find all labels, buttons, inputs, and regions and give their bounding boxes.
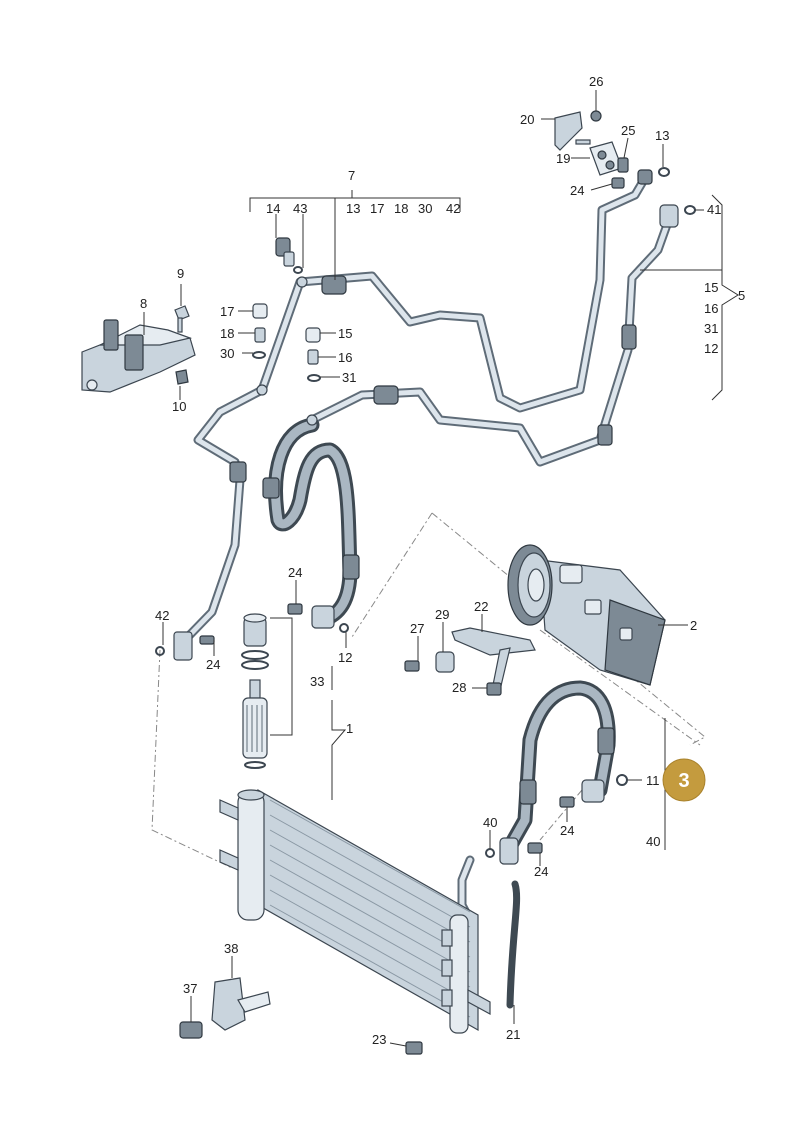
label-42: 42: [155, 608, 169, 623]
label-15-valve: 15: [338, 326, 352, 341]
label-24-top: 24: [570, 183, 584, 198]
label-25: 25: [621, 123, 635, 138]
label-42-group: 42: [446, 201, 460, 216]
phantom-lines: [151, 512, 706, 869]
callout-badge: 3: [662, 758, 706, 802]
label-16-valve: 16: [338, 350, 352, 365]
label-40-right: 40: [646, 834, 660, 849]
label-2: 2: [690, 618, 697, 633]
callout-number: 3: [678, 770, 689, 792]
part-labels: 7 14 43 13 17 18 30 42 26 20 25 13 19 24…: [140, 74, 745, 1047]
label-12-group: 12: [704, 341, 718, 356]
label-9: 9: [177, 266, 184, 281]
bracket-8: [81, 305, 196, 393]
label-43: 43: [293, 201, 307, 216]
label-11: 11: [646, 773, 660, 788]
label-31-valve: 31: [342, 370, 356, 385]
label-17: 17: [220, 304, 234, 319]
label-24-right: 24: [560, 823, 574, 838]
label-24-left: 24: [206, 657, 220, 672]
label-31: 31: [704, 321, 718, 336]
label-27: 27: [410, 621, 424, 636]
label-10: 10: [172, 399, 186, 414]
label-30: 30: [220, 346, 234, 361]
label-37: 37: [183, 981, 197, 996]
label-23: 23: [372, 1032, 386, 1047]
label-12: 12: [338, 650, 352, 665]
label-29: 29: [435, 607, 449, 622]
pressure-hose-right: [500, 680, 616, 858]
label-13: 13: [655, 128, 669, 143]
label-38: 38: [224, 941, 238, 956]
bracket-20-assembly: [554, 110, 670, 189]
compressor: [507, 544, 666, 686]
label-19: 19: [556, 151, 570, 166]
label-22: 22: [474, 599, 488, 614]
label-20: 20: [520, 112, 534, 127]
label-13-group: 13: [346, 201, 360, 216]
label-33: 33: [310, 674, 324, 689]
label-7: 7: [348, 168, 355, 183]
label-8: 8: [140, 296, 147, 311]
label-24-lower: 24: [534, 864, 548, 879]
label-1: 1: [346, 721, 353, 736]
label-17-group: 17: [370, 201, 384, 216]
label-21: 21: [506, 1027, 520, 1042]
label-24-center: 24: [288, 565, 302, 580]
label-18: 18: [220, 326, 234, 341]
label-16: 16: [704, 301, 718, 316]
pipe-fittings: [229, 275, 637, 805]
label-18-group: 18: [394, 201, 408, 216]
small-parts: [155, 204, 696, 1055]
label-26: 26: [589, 74, 603, 89]
label-14: 14: [266, 201, 280, 216]
condenser: [219, 788, 491, 1034]
label-40: 40: [483, 815, 497, 830]
leader-lines: [143, 90, 722, 1047]
refrigerant-line-middle: [307, 217, 673, 467]
label-28: 28: [452, 680, 466, 695]
label-5: 5: [738, 288, 745, 303]
suction-hose-left: [268, 417, 358, 628]
label-15: 15: [704, 280, 718, 295]
label-30-group: 30: [418, 201, 432, 216]
drier-assembly: [241, 613, 269, 769]
label-41: 41: [707, 202, 721, 217]
